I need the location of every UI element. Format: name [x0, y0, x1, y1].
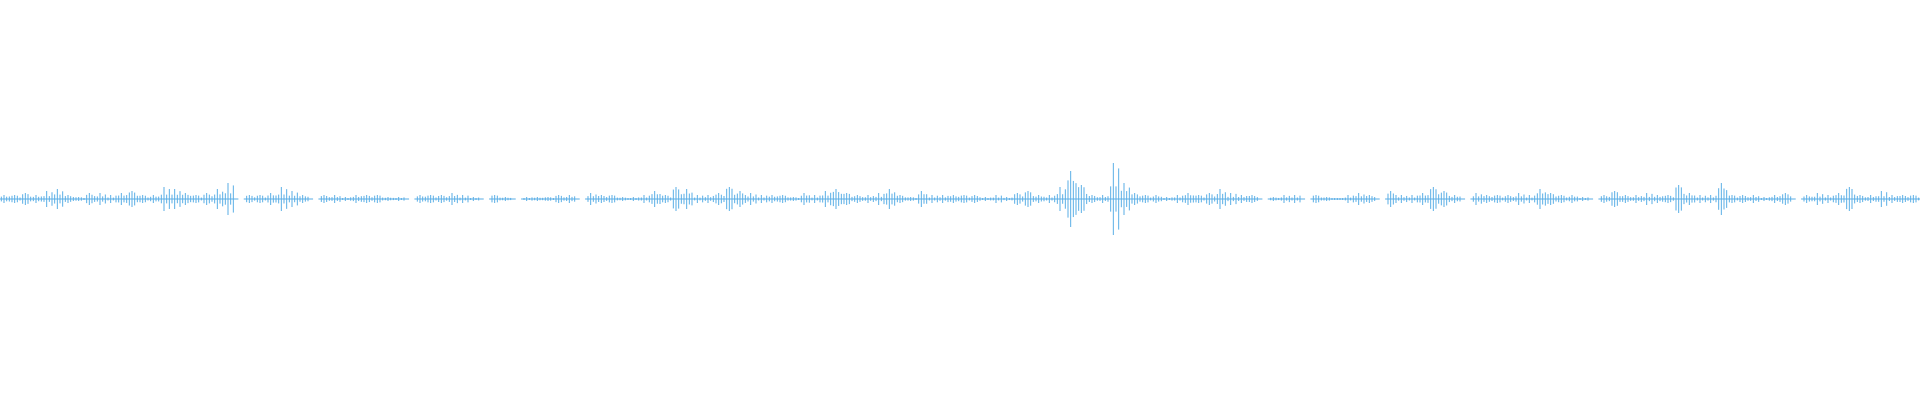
waveform-gap — [483, 198, 490, 201]
waveform-gap — [1465, 198, 1471, 201]
waveform-gap — [1305, 198, 1311, 201]
waveform-gap — [1379, 198, 1386, 201]
waveform-gap — [1795, 198, 1802, 201]
waveform-gap — [409, 198, 415, 201]
waveform-gap — [238, 198, 244, 201]
waveform-gap — [579, 198, 586, 201]
waveform-gap — [313, 198, 319, 201]
waveform-gap — [1593, 198, 1599, 201]
waveform-gap — [515, 198, 522, 201]
waveform-gap — [1262, 198, 1268, 201]
waveform-peaks — [0, 163, 1920, 235]
